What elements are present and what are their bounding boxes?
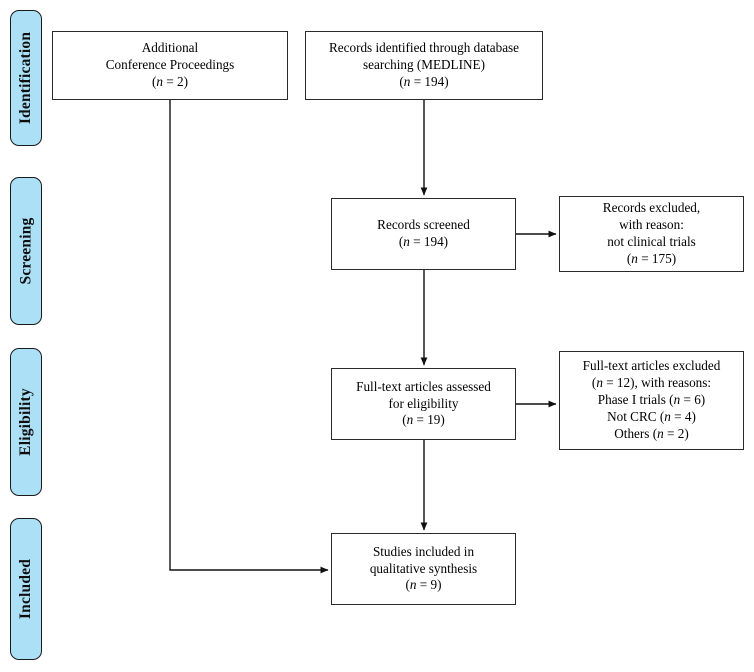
box-database-records-text: Records identified through database sear…: [328, 40, 520, 89]
stage-label-eligibility: Eligibility: [10, 348, 42, 496]
stage-label-screening: Screening: [10, 177, 42, 325]
stage-label-included: Included: [10, 518, 42, 660]
box-additional-sources-text: Additional Conference Proceedings (n = 2…: [105, 40, 235, 89]
box-database-records: Records identified through database sear…: [305, 31, 543, 100]
box-records-excluded-text: Records excluded, with reason: not clini…: [602, 200, 701, 266]
box-fulltext-assessed-text: Full-text articles assessed for eligibil…: [356, 378, 491, 428]
stage-label-identification-text: Identification: [17, 31, 35, 125]
box-records-screened: Records screened (n = 194): [331, 198, 516, 270]
stage-label-screening-text: Screening: [17, 217, 34, 285]
stage-label-identification: Identification: [10, 10, 42, 146]
box-records-excluded: Records excluded, with reason: not clini…: [559, 196, 744, 272]
box-records-screened-text: Records screened (n = 194): [377, 217, 470, 249]
box-additional-sources: Additional Conference Proceedings (n = 2…: [52, 31, 288, 100]
box-fulltext-assessed: Full-text articles assessed for eligibil…: [331, 368, 516, 440]
connector-additional-to-included: [169, 100, 329, 574]
box-studies-included-text: Studies included in qualitative synthesi…: [369, 543, 478, 593]
stage-label-eligibility-text: Eligibility: [17, 388, 35, 456]
box-fulltext-excluded: Full-text articles excluded (n = 12), wi…: [559, 351, 744, 450]
box-fulltext-excluded-text: Full-text articles excluded (n = 12), wi…: [582, 358, 721, 441]
stage-label-included-text: Included: [17, 558, 34, 620]
box-studies-included: Studies included in qualitative synthesi…: [331, 533, 516, 605]
